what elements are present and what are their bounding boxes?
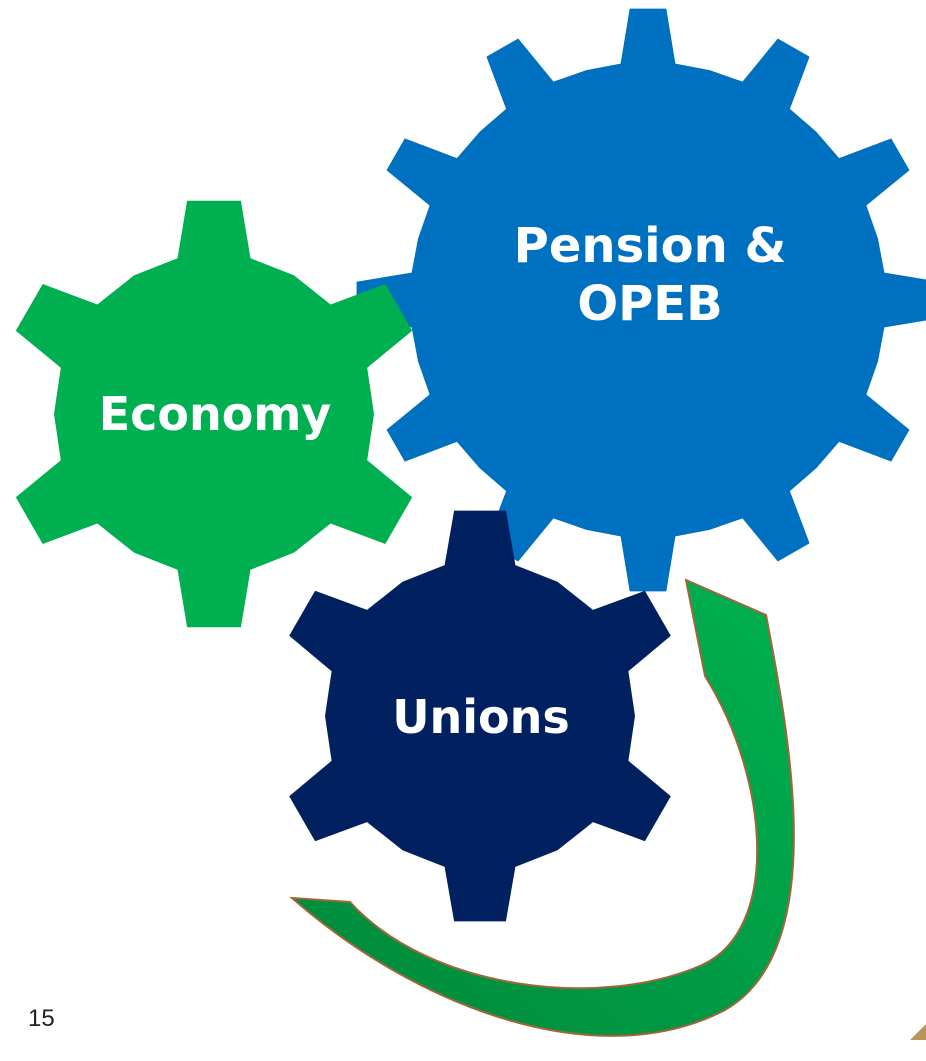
- gear-pension: Pension & OPEB: [356, 8, 926, 592]
- gear-pension-label-line1: Pension &: [514, 218, 787, 274]
- corner-logo-mark: [910, 1024, 926, 1040]
- gear-economy-label: Economy: [99, 387, 332, 441]
- gear-pension-label-line2: OPEB: [577, 276, 722, 332]
- gear-unions: Unions: [289, 510, 671, 922]
- gear-unions-label: Unions: [392, 690, 570, 744]
- gear-pension-shape: [356, 8, 926, 592]
- gear-economy-shape: [15, 200, 413, 628]
- curved-arrow: [289, 578, 795, 1037]
- slide-number: 15: [28, 1005, 55, 1032]
- gear-economy: Economy: [15, 200, 413, 628]
- gear-unions-shape: [289, 510, 671, 922]
